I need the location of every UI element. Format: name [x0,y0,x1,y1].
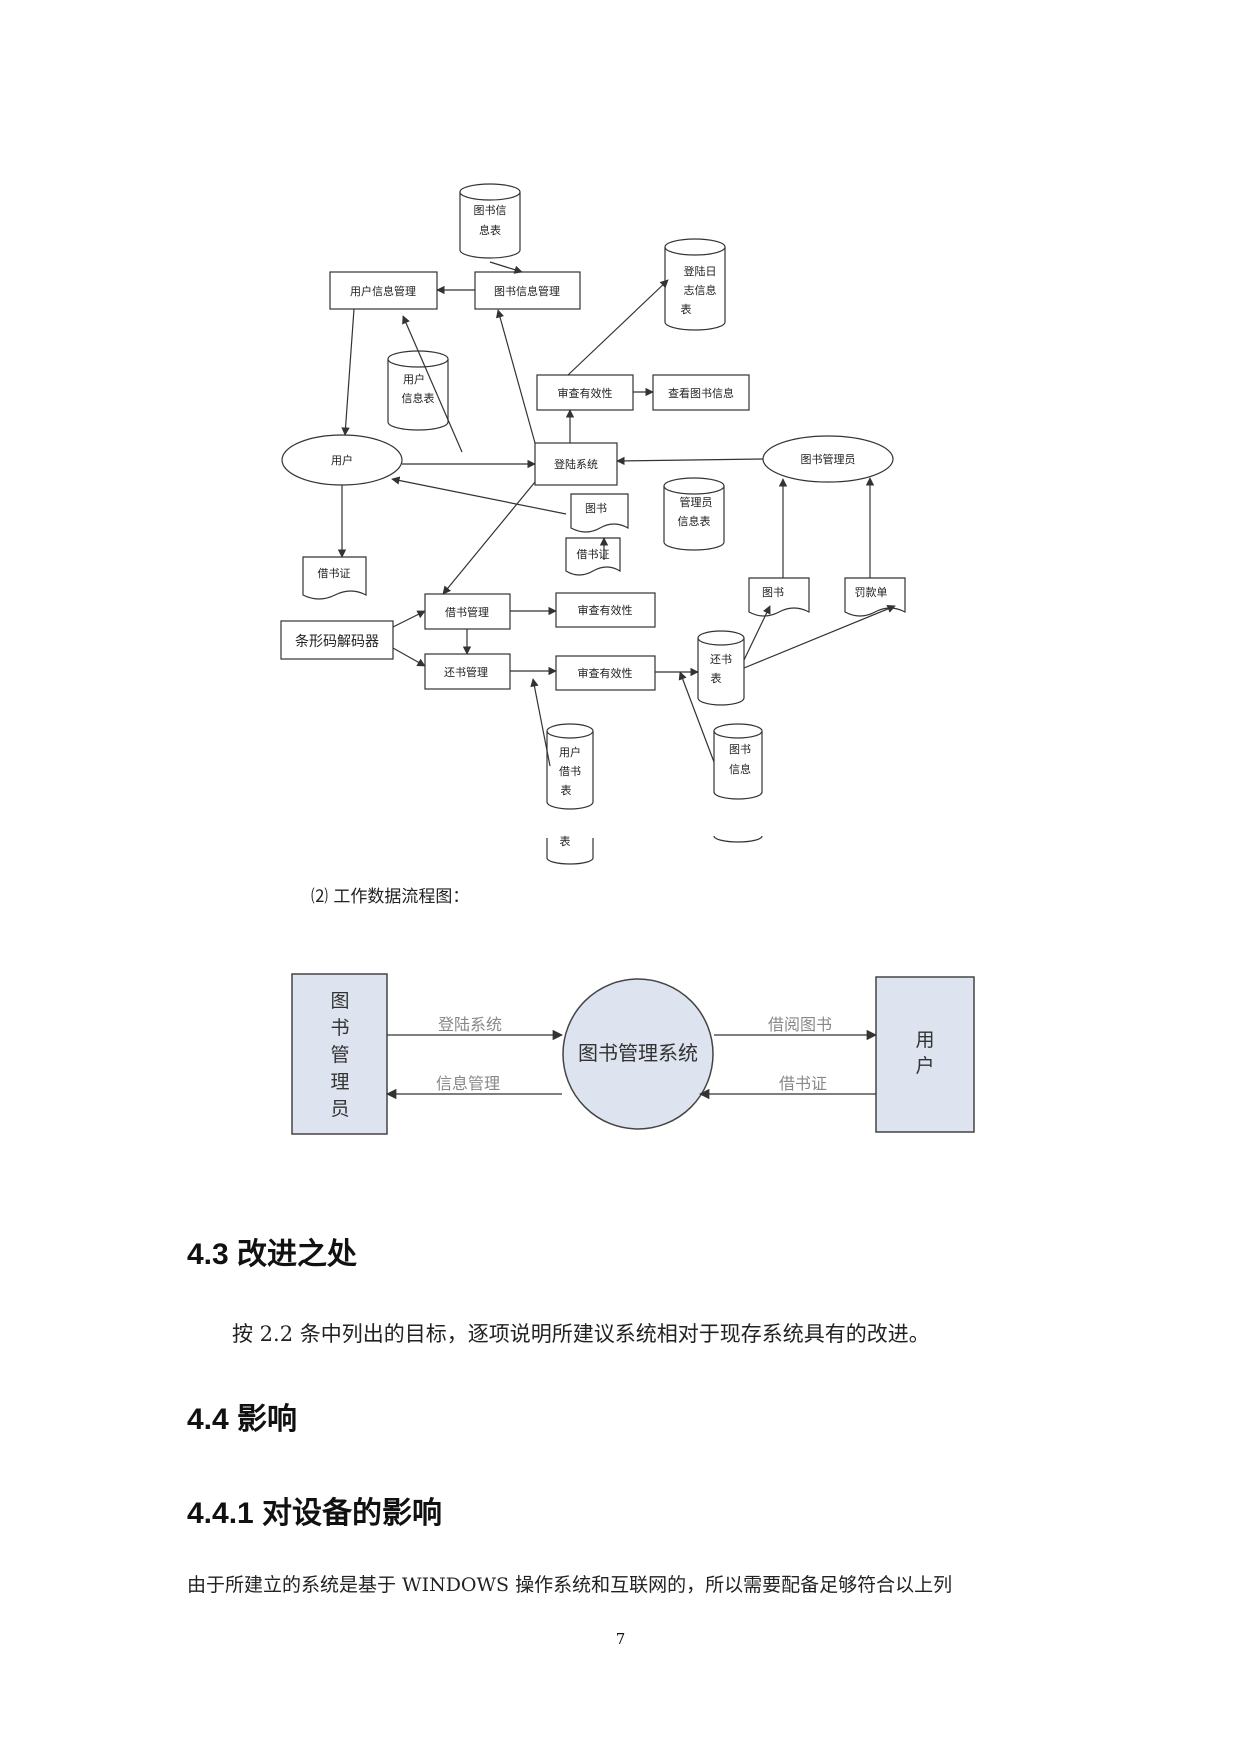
borrow-mgmt-box [424,593,511,630]
librarian-char-5: 员 [330,1098,349,1120]
admin-info-table-cylinder [663,477,725,551]
arrow-card-label: 借书证 [779,1074,827,1093]
figure-caption: ⑵ 工作数据流程图： [311,887,470,907]
book-info-db-label-1: 图书 [729,743,751,756]
login-log-table-label-1: 登陆日 [684,264,717,278]
return-table-label-2: 表 [711,671,722,685]
section-4-4-1-title: 4.4.1 对设备的影响 [187,1497,443,1530]
login-system-label: 登陆系统 [554,457,598,471]
check-validity-bot-box [555,655,656,691]
book-info-mgmt-box [474,271,581,310]
book-info-mgmt-label: 图书信息管理 [494,284,560,298]
system-flow-diagram: 图书信 息表 用户信息管理 图书信息管理 登陆日 志信息 表 用户 信息表 审查… [280,183,906,865]
librarian-char-3: 管 [330,1044,349,1066]
page-number: 7 [615,1630,626,1648]
check-validity-top-label: 审查有效性 [558,386,613,400]
user-info-table-label-1: 用户 [403,372,425,386]
book-info-db-cylinder [713,723,763,800]
admin-info-table-label-2: 信息表 [678,514,711,528]
section-4-3-body: 按 2.2 条中列出的目标，逐项说明所建议系统相对于现存系统具有的改进。 [232,1322,930,1346]
book-doc-label: 图书 [585,502,607,515]
library-system-process [562,978,714,1130]
book-doc2-label: 图书 [762,586,784,599]
borrow-card-doc2-shape [302,556,367,600]
return-table-label-1: 还书 [710,653,732,666]
user-char-2: 户 [915,1055,934,1077]
login-log-table-cylinder [664,238,726,331]
view-book-info-label: 查看图书信息 [668,386,734,400]
user-borrow-table-label-1: 用户 [559,745,581,759]
arrow-login-label: 登陆系统 [438,1015,502,1034]
book-doc-shape [570,493,629,533]
user-info-mgmt-box [329,271,438,310]
user-char-1: 用 [915,1029,934,1051]
librarian-label: 图书管理员 [801,452,856,466]
work-data-flow-diagram: 图 书 管 理 员 用 户 图书管理系统 登陆系统 信息管理 借阅图书 借书证 [291,973,975,1135]
user-entity-box [875,976,975,1133]
borrow-card-doc-label: 借书证 [577,548,610,561]
user-label: 用户 [331,453,353,467]
section-4-3-title: 4.3 改进之处 [187,1238,358,1271]
librarian-char-2: 书 [330,1017,349,1039]
login-log-table-label-2: 志信息 [684,283,717,297]
user-info-table-cylinder [387,350,449,431]
return-mgmt-label: 还书管理 [444,665,488,679]
check-validity-mid-label: 审查有效性 [578,603,633,617]
section-4-4-1-body: 由于所建立的系统是基于 WINDOWS 操作系统和互联网的，所以需要配备足够符合… [187,1574,953,1596]
fine-doc-label: 罚款单 [855,585,888,599]
user-borrow-table-cylinder [546,723,594,810]
check-validity-bot-label: 审查有效性 [578,666,633,680]
return-table-cylinder [697,630,745,706]
librarian-entity-box [291,973,388,1135]
partial-table-label: 表 [560,834,571,848]
barcode-decoder-box [280,620,394,660]
book-info-table-label-2: 息表 [479,223,501,237]
arrow-borrow-label: 借阅图书 [768,1015,832,1034]
check-validity-mid-box [555,592,656,628]
user-info-mgmt-label: 用户信息管理 [350,284,416,298]
view-book-info-box [652,374,750,411]
librarian-char-4: 理 [330,1071,349,1093]
book-info-db-label-2: 信息 [729,762,751,776]
admin-info-table-label-1: 管理员 [680,495,713,509]
arrow-info-label: 信息管理 [436,1074,500,1093]
section-4-4-title: 4.4 影响 [187,1403,298,1436]
user-borrow-table-label-3: 表 [561,783,572,797]
login-log-table-label-3: 表 [681,302,692,316]
book-info-table-label-1: 图书信 [474,204,507,217]
user-info-table-label-2: 信息表 [402,391,435,405]
borrow-card-doc-shape [565,537,621,576]
library-system-label: 图书管理系统 [578,1041,698,1065]
borrow-mgmt-label: 借书管理 [445,605,489,619]
login-system-box [534,442,618,486]
book-info-table-cylinder [459,183,521,259]
borrow-card-doc2-label: 借书证 [318,567,351,580]
partial-cylinder-2 [713,835,763,843]
partial-cylinder [546,838,594,865]
barcode-decoder-label: 条形码解码器 [295,633,379,650]
librarian-char-1: 图 [330,990,349,1012]
user-borrow-table-label-2: 借书 [559,765,581,778]
